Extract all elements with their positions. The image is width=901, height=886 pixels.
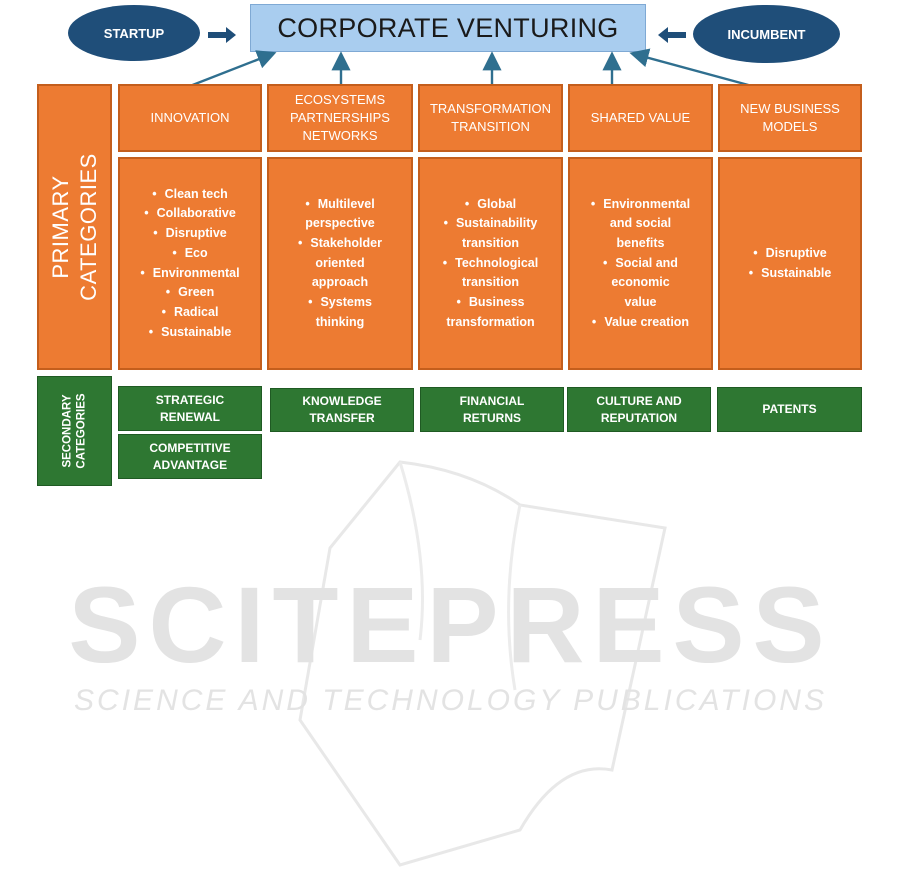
watermark-tagline: SCIENCE AND TECHNOLOGY PUBLICATIONS [74, 684, 827, 717]
category-body-new-business-models: DisruptiveSustainable [718, 157, 862, 370]
category-item: Sustainable [749, 264, 831, 284]
secondary-patents: PATENTS [717, 387, 862, 432]
category-items-list: Clean techCollaborativeDisruptiveEcoEnvi… [140, 185, 240, 343]
category-items-list: DisruptiveSustainable [749, 244, 832, 284]
incumbent-node: INCUMBENT [693, 5, 840, 63]
connector-arrows [189, 27, 753, 88]
category-item: Green [140, 283, 239, 303]
category-item: Clean tech [140, 185, 239, 205]
category-item: Collaborative [140, 204, 239, 224]
category-item: Disruptive [140, 224, 239, 244]
category-items-list: GlobalSustainabilitytransitionTechnologi… [443, 195, 539, 333]
category-heading-innovation: INNOVATION [118, 84, 262, 152]
category-item: Global [443, 195, 539, 215]
watermark-brand: SCITEPRESS [68, 564, 833, 685]
category-item: Radical [140, 303, 239, 323]
category-item: Sustainable [140, 323, 239, 343]
category-item: Environmental [140, 264, 240, 284]
category-item: Eco [140, 244, 239, 264]
category-item: Value creation [591, 313, 690, 333]
category-heading-shared-value: SHARED VALUE [568, 84, 713, 152]
category-body-ecosystems: MultilevelperspectiveStakeholderoriented… [267, 157, 413, 370]
diagram-title: CORPORATE VENTURING [250, 4, 646, 52]
category-body-transformation: GlobalSustainabilitytransitionTechnologi… [418, 157, 563, 370]
category-item: Disruptive [749, 244, 832, 264]
category-items-list: MultilevelperspectiveStakeholderoriented… [298, 195, 382, 333]
category-body-innovation: Clean techCollaborativeDisruptiveEcoEnvi… [118, 157, 262, 370]
startup-node: STARTUP [68, 5, 200, 61]
